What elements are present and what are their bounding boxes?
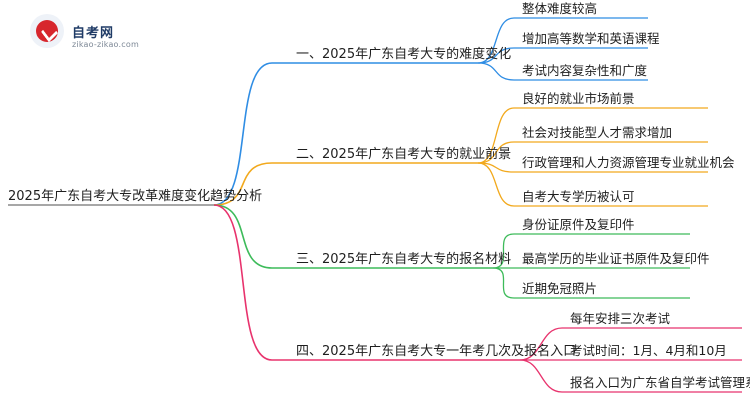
leaf-connector [477,17,648,64]
leaf-connector [492,267,690,299]
leaf-label: 近期免冠照片 [522,281,598,296]
leaf-connector [477,141,708,164]
site-logo[interactable]: 自考网 zikao-zikao.com [28,4,148,52]
branch-label-3: 三、2025年广东自考大专的报名材料 [296,252,512,267]
leaf-connector [519,359,742,393]
leaf-label: 考试时间：1月、4月和10月 [570,343,727,358]
branch-connector [213,162,478,206]
branch-connector [213,204,520,361]
leaf-connector [492,233,690,269]
branch-label-2: 二、2025年广东自考大专的就业前景 [296,147,512,162]
leaf-connector [477,47,648,64]
logo-url: zikao-zikao.com [72,40,139,49]
leaf-connector [477,107,708,164]
leaf-connector [477,62,648,81]
leaf-label: 考试内容复杂性和广度 [522,63,648,78]
logo-name: 自考网 [72,26,115,41]
root-node-label: 2025年广东自考大专改革难度变化趋势分析 [8,189,263,204]
branch-label-1: 一、2025年广东自考大专的难度变化 [296,47,512,62]
leaf-label: 整体难度较高 [522,1,598,16]
leaf-label: 良好的就业市场前景 [522,91,635,106]
leaf-label: 报名入口为广东省自学考试管理系统 [570,375,750,390]
leaf-connector [519,327,742,361]
leaf-connector [477,162,708,173]
leaf-label: 最高学历的毕业证书原件及复印件 [522,251,710,266]
branch-connector [213,204,493,269]
check-icon [36,20,58,42]
leaf-label: 社会对技能型人才需求增加 [522,125,673,140]
leaf-connector [477,162,708,207]
leaf-label: 身份证原件及复印件 [522,217,635,232]
branch-label-4: 四、2025年广东自考大专一年考几次及报名入口 [296,344,577,359]
leaf-label: 行政管理和人力资源管理专业就业机会 [522,155,735,170]
leaf-label: 每年安排三次考试 [570,311,671,326]
branch-connector [213,62,478,206]
leaf-label: 增加高等数学和英语课程 [522,31,660,46]
leaf-label: 自考大专学历被认可 [522,189,635,204]
